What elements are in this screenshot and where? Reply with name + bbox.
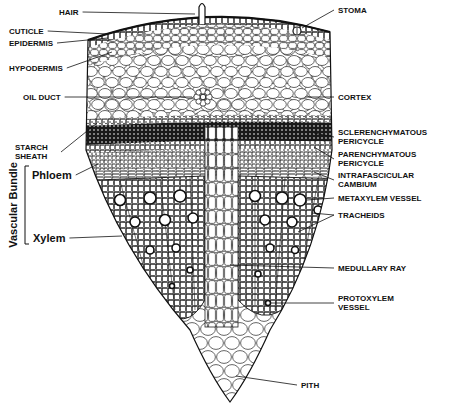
- leader-line: [236, 376, 297, 385]
- part-label: METAXYLEM VESSEL: [337, 194, 422, 203]
- part-label: Xylem: [32, 232, 66, 244]
- leader-line: [314, 172, 334, 180]
- part-label: SCLERENCHYMATOUS PERICYCLE: [337, 128, 439, 146]
- leader-line: [298, 215, 334, 232]
- part-label: INTRAFASCICULAR CAMBIUM: [337, 171, 439, 189]
- leader-line: [67, 52, 112, 68]
- leader-line: [314, 147, 334, 159]
- leader-line: [307, 198, 334, 200]
- part-label: CUTICLE: [8, 27, 45, 36]
- part-label: Vascular Bundle: [7, 161, 19, 249]
- leader-line: [271, 303, 334, 304]
- leader-line: [76, 164, 98, 175]
- part-label: CORTEX: [337, 93, 372, 102]
- part-label: Phloem: [31, 169, 73, 181]
- part-label: STARCH SHEATH: [14, 143, 58, 161]
- part-label: OIL DUCT: [22, 93, 62, 102]
- part-label: PITH: [300, 381, 320, 390]
- part-label: PROTOXYLEM VESSEL: [337, 294, 409, 312]
- part-label: STOMA: [337, 6, 368, 15]
- part-label: HYPODERMIS: [8, 64, 64, 73]
- part-label: PARENCHYMATOUS PERICYCLE: [337, 150, 439, 168]
- leader-line: [83, 12, 195, 14]
- part-label: EPIDERMIS: [8, 39, 54, 48]
- leader-line: [48, 31, 108, 34]
- leader-line: [312, 213, 334, 215]
- leader-line: [65, 97, 192, 98]
- part-label: MEDULLARY RAY: [337, 264, 407, 273]
- part-label: TRACHEIDS: [337, 211, 386, 220]
- part-label: HAIR: [58, 8, 80, 17]
- leader-line: [302, 10, 334, 28]
- leader-line: [61, 123, 97, 152]
- leader-line: [69, 236, 122, 238]
- leader-line: [305, 97, 334, 98]
- leader-line: [230, 265, 334, 268]
- leader-line: [314, 133, 334, 137]
- leader-line: [57, 38, 108, 43]
